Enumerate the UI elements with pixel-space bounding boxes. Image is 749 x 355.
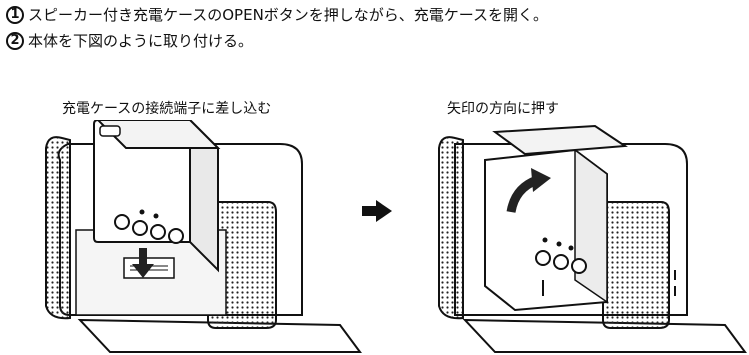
step-number-2: 2 bbox=[6, 32, 24, 50]
step-2: 2 本体を下図のように取り付ける。 bbox=[6, 31, 253, 51]
step-1-text: スピーカー付き充電ケースのOPENボタンを押しながら、充電ケースを開く。 bbox=[28, 6, 549, 24]
figure-1-illustration bbox=[45, 120, 362, 353]
step-1: 1 スピーカー付き充電ケースのOPENボタンを押しながら、充電ケースを開く。 bbox=[6, 5, 548, 25]
down-arrow-icon bbox=[132, 248, 154, 278]
right-arrow-icon bbox=[362, 200, 392, 222]
figure-2-caption: 矢印の方向に押す bbox=[447, 101, 559, 117]
figure-1-caption: 充電ケースの接続端子に差し込む bbox=[62, 101, 272, 117]
curved-arrow-icon bbox=[506, 168, 551, 213]
figure-2-illustration bbox=[438, 124, 747, 353]
step-2-text: 本体を下図のように取り付ける。 bbox=[28, 32, 254, 50]
step-number-1: 1 bbox=[6, 6, 24, 24]
